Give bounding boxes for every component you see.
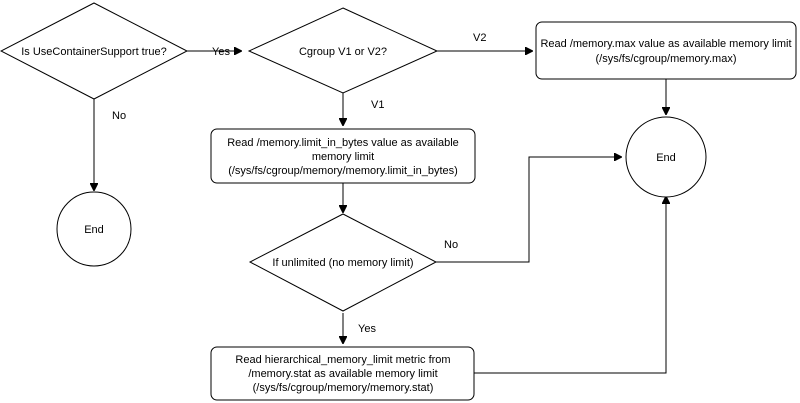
process-v1-read-line-1: Read /memory.limit_in_bytes value as ava… xyxy=(227,137,459,149)
end-right-text: End xyxy=(656,152,676,164)
label-unlimited-yes: Yes xyxy=(358,323,376,335)
end-left: End xyxy=(56,191,132,267)
decision-container-support-text: Is UseContainerSupport true? xyxy=(21,46,167,58)
label-yes-to-cgroup: Yes xyxy=(212,46,230,58)
decision-unlimited-text: If unlimited (no memory limit) xyxy=(272,257,413,269)
end-left-text: End xyxy=(84,224,104,236)
process-v2-read: Read /memory.max value as available memo… xyxy=(535,21,797,80)
process-hierarchical-read: Read hierarchical_memory_limit metric fr… xyxy=(210,346,475,401)
edge-hierarchical-to-end xyxy=(474,197,666,374)
label-v1: V1 xyxy=(371,99,384,111)
label-no-to-end: No xyxy=(112,110,126,122)
process-v1-read-line-2: memory limit xyxy=(312,151,374,163)
end-right: End xyxy=(625,116,707,198)
edge-unlimited-no xyxy=(436,157,621,263)
decision-container-support: Is UseContainerSupport true? xyxy=(0,2,189,100)
process-v1-read-line-3: (/sys/fs/cgroup/memory/memory.limit_in_b… xyxy=(228,165,458,177)
process-v2-read-line-1: Read /memory.max value as available memo… xyxy=(540,38,791,50)
decision-cgroup-version: Cgroup V1 or V2? xyxy=(247,7,439,94)
process-v2-read-line-2: (/sys/fs/cgroup/memory.max) xyxy=(596,53,737,65)
process-hierarchical-read-line-2: /memory.stat as available memory limit xyxy=(248,368,437,380)
label-v2: V2 xyxy=(473,32,486,44)
label-unlimited-no: No xyxy=(444,239,458,251)
process-hierarchical-read-line-1: Read hierarchical_memory_limit metric fr… xyxy=(235,354,450,366)
process-hierarchical-read-line-3: (/sys/fs/cgroup/memory/memory.stat) xyxy=(253,382,434,394)
process-v1-read: Read /memory.limit_in_bytes value as ava… xyxy=(210,128,476,184)
decision-cgroup-version-text: Cgroup V1 or V2? xyxy=(299,46,387,58)
decision-unlimited: If unlimited (no memory limit) xyxy=(248,213,438,312)
